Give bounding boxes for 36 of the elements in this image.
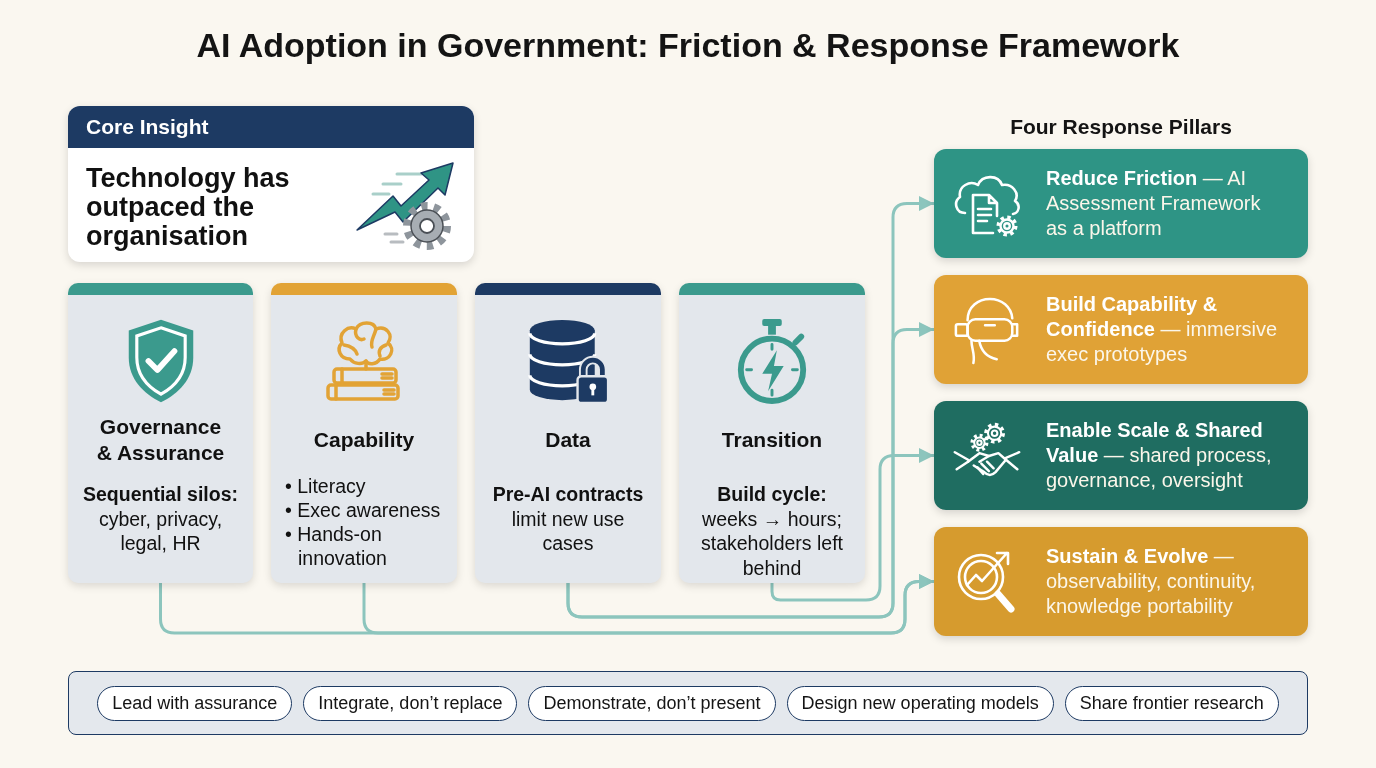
principle-pill: Lead with assurance: [97, 685, 293, 721]
connector-arrow: [770, 448, 934, 602]
insight-card: [68, 106, 474, 262]
card-text: Pre-AI contracts limit new use cases: [491, 482, 645, 556]
bullet-item: • Exec awareness: [285, 498, 442, 522]
principle-pill: Integrate, don’t replace: [303, 685, 518, 721]
principle-pill: Share frontier research: [1064, 685, 1279, 721]
friction-card: [68, 283, 253, 583]
friction-card: [679, 283, 865, 583]
principle-pill: Demonstrate, don’t present: [528, 685, 776, 721]
card-title: Transition: [721, 427, 823, 453]
pillar-card: [934, 149, 1308, 258]
principles-bar: [68, 671, 1308, 735]
connector-arrow: [362, 574, 934, 635]
principle-pill: Design new operating models: [786, 685, 1054, 721]
card-text: Sequential silos: cyber, privacy, legal, HR: [82, 482, 239, 556]
friction-card: [475, 283, 661, 583]
pillar-card: [934, 527, 1308, 636]
card-text: Build cycle: weeks → hours; stakeholders left behind: [700, 482, 844, 580]
pillar-text: Build Capability & Confidence — immersive exec prototypes: [1046, 292, 1279, 367]
card-title: Governance & Assurance: [95, 414, 226, 466]
diagram-title: AI Adoption in Government: Friction & Response Framework: [196, 25, 1180, 66]
section-heading: Four Response Pillars: [1009, 114, 1233, 140]
connector-arrow: [566, 322, 934, 619]
pillar-text: Reduce Friction — AI Assessment Framework as a platform: [1046, 166, 1262, 241]
pillar-card: [934, 275, 1308, 384]
bullet-item: • Hands-on innovation: [285, 522, 388, 570]
friction-card: [271, 283, 457, 583]
card-title: Capability: [313, 427, 415, 453]
bullet-item: • Literacy: [285, 474, 367, 498]
card-header: Core Insight: [68, 106, 474, 148]
pillar-text: Sustain & Evolve — observability, continuity, knowledge portability: [1046, 544, 1257, 619]
insight-text: Technology has outpaced the organisation: [86, 164, 291, 251]
pillar-text: Enable Scale & Shared Value — shared process, governance, oversight: [1046, 418, 1273, 493]
card-title: Data: [545, 427, 591, 453]
pillar-card: [934, 401, 1308, 510]
